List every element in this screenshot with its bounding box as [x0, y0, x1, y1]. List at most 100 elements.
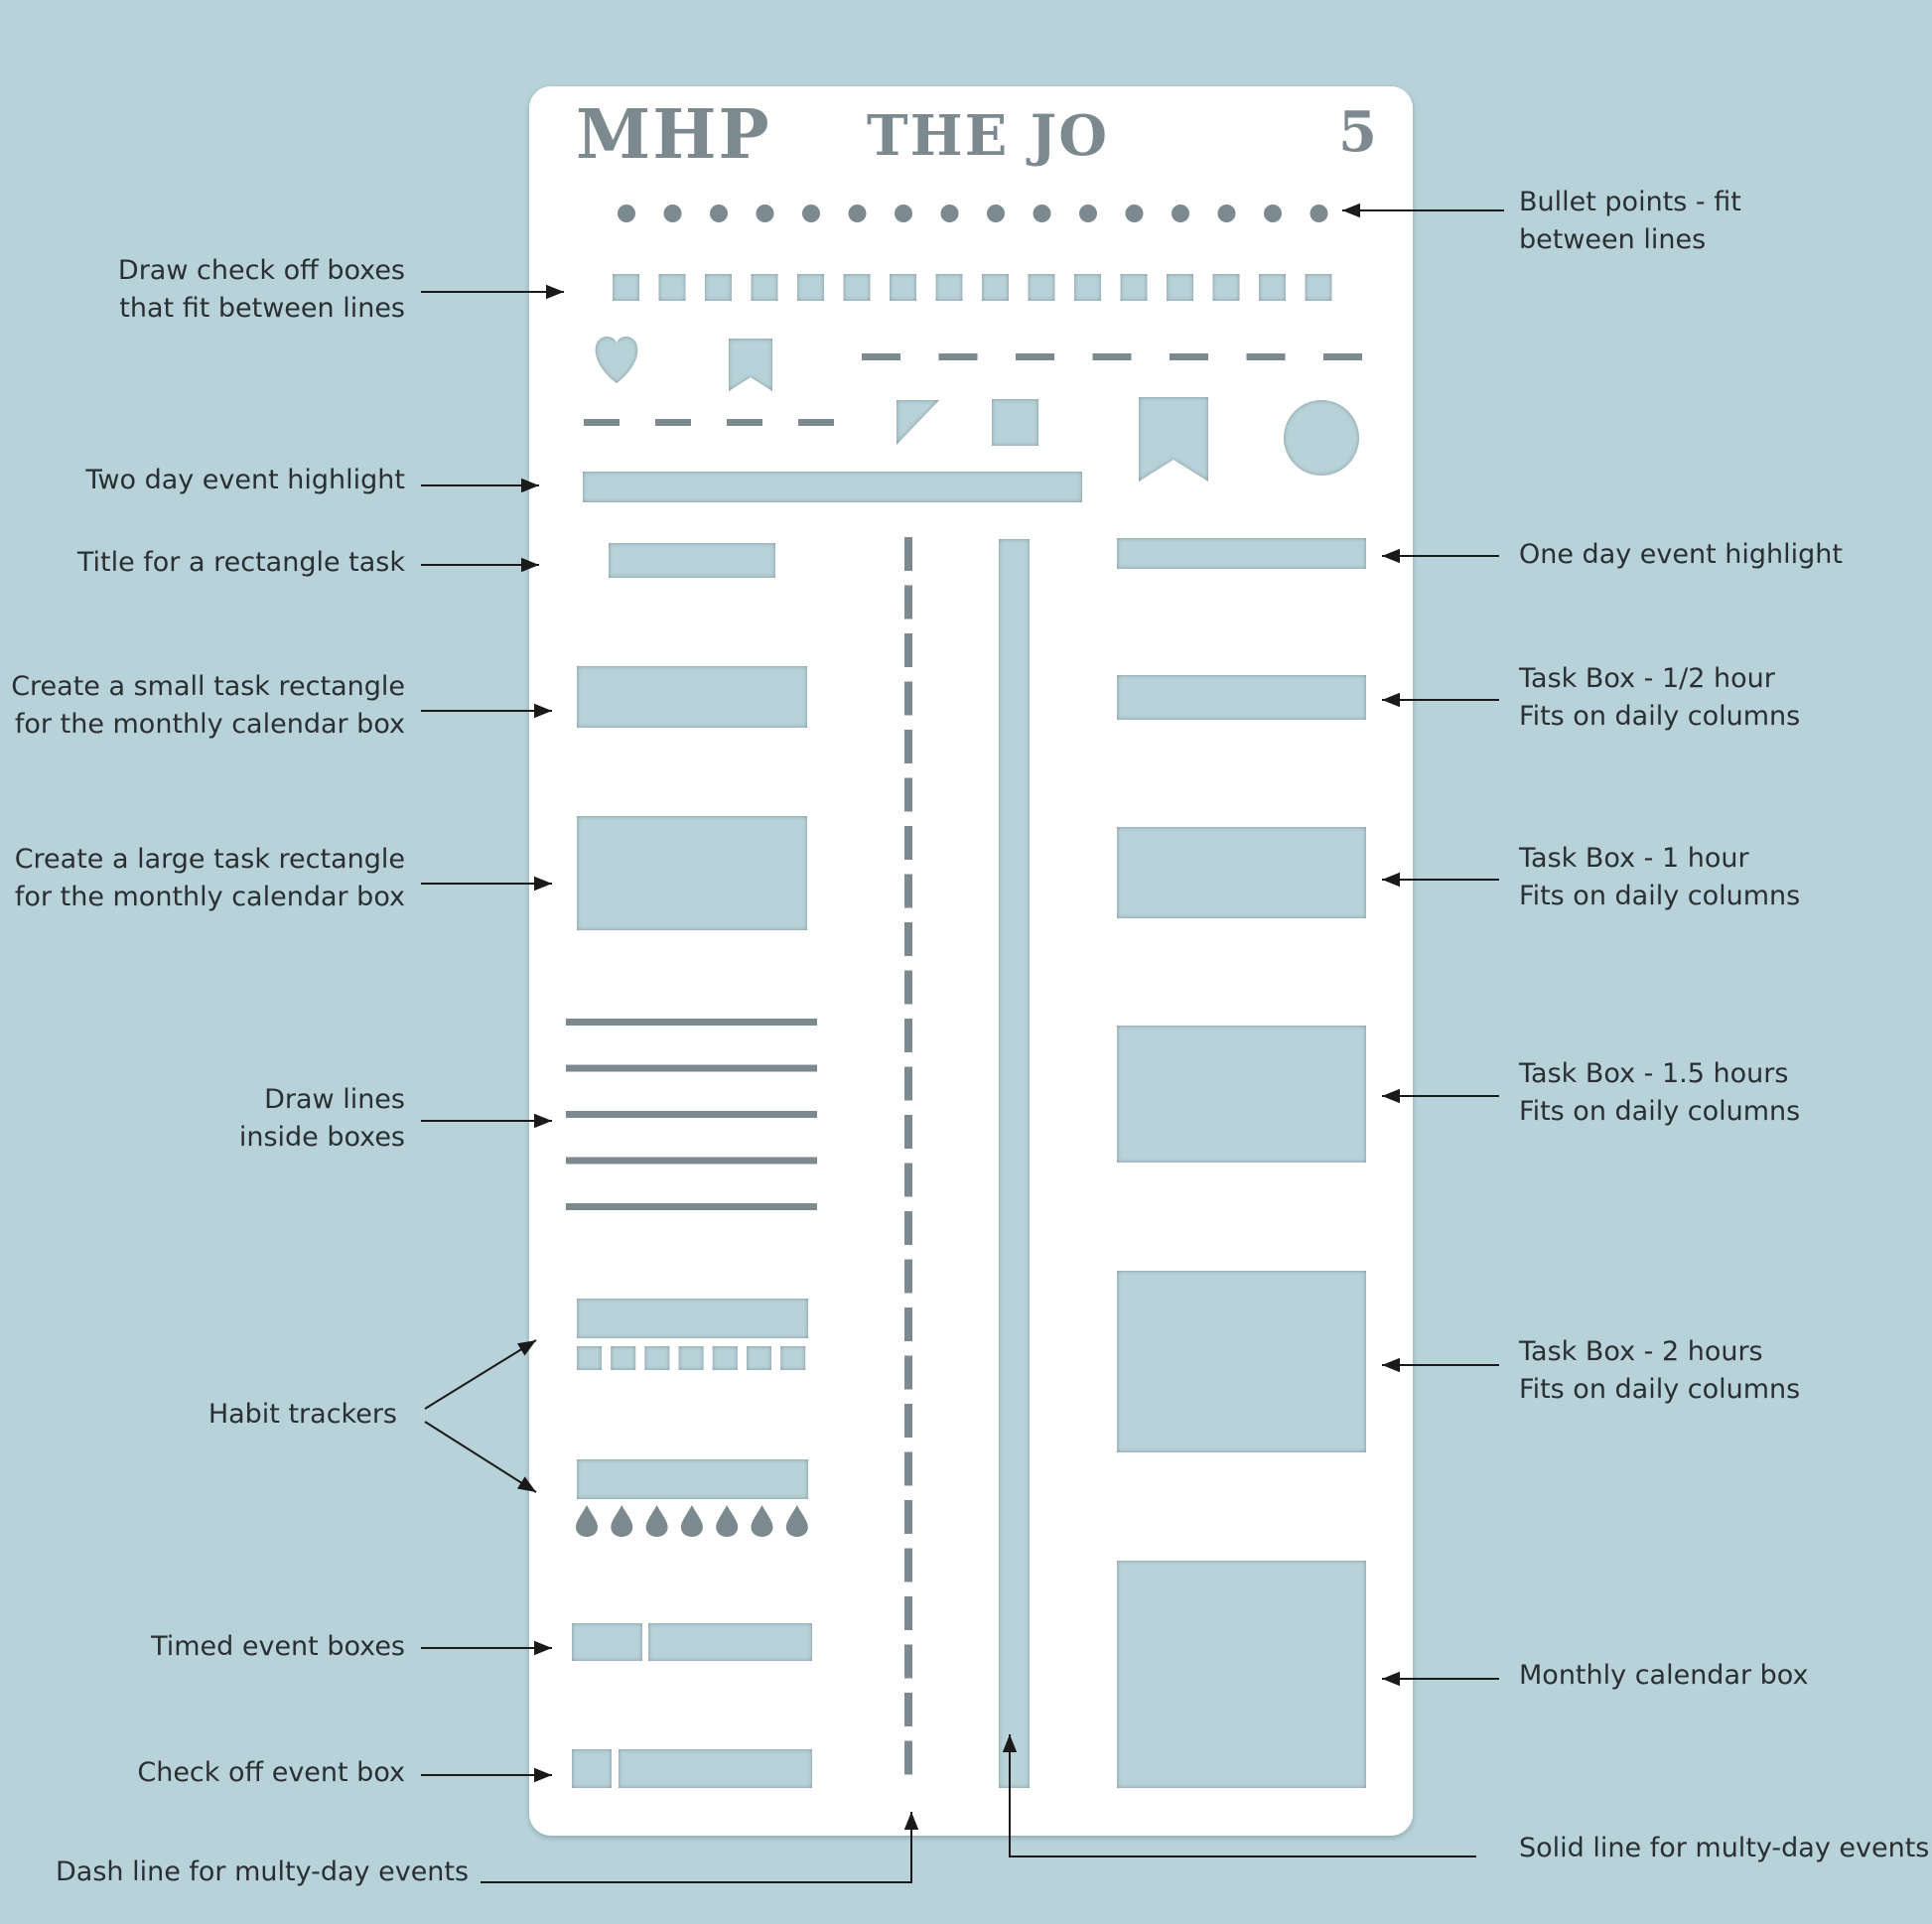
drawn-line	[566, 1203, 817, 1210]
dash-line-segment	[904, 1693, 912, 1726]
dash-icon	[1246, 353, 1286, 360]
header-center: THE JO	[867, 103, 1110, 169]
habit-bar-1	[577, 1299, 808, 1338]
dash-line-segment	[904, 1404, 912, 1438]
dash-icon	[1323, 353, 1362, 360]
dot-icon	[663, 205, 682, 222]
drop-icon	[576, 1505, 598, 1537]
dash-line-segment	[904, 1163, 912, 1197]
solid-line-cutout	[999, 539, 1030, 1788]
drawn-line	[566, 1019, 817, 1026]
dot-icon	[1172, 205, 1189, 222]
dot-icon	[618, 205, 635, 222]
square-icon	[1167, 274, 1193, 301]
dot-icon	[848, 205, 867, 222]
square-icon	[644, 1346, 670, 1370]
square-icon	[705, 274, 732, 301]
square-icon	[1120, 274, 1148, 301]
drop-icon	[716, 1505, 739, 1537]
annotation-arrows	[421, 203, 1504, 1883]
dot-icon	[1033, 205, 1051, 222]
dot-icon	[710, 205, 728, 222]
dash-line-segment	[904, 681, 912, 716]
drawn-line	[566, 1111, 817, 1118]
square-icon	[613, 274, 639, 301]
dash-icon	[727, 419, 762, 426]
cutouts	[572, 337, 1366, 1788]
dash-line-segment	[904, 1355, 912, 1390]
square-icon	[843, 274, 871, 301]
dash-icon	[938, 353, 978, 360]
task-box-one-hour	[1117, 827, 1366, 918]
dot-icon	[1310, 205, 1328, 222]
dash-line-segment	[904, 1548, 912, 1582]
drop-icon	[751, 1505, 773, 1537]
dash-line-segment	[904, 777, 912, 812]
circle-cutout	[1284, 400, 1359, 476]
square-icon	[1212, 274, 1240, 301]
square-icon	[577, 1346, 602, 1370]
annotation-dash-line: Dash line for multy-day events	[56, 1856, 470, 1887]
annotation-habit: Habit trackers	[207, 1399, 397, 1430]
check-event-long	[619, 1749, 812, 1788]
dash-icon	[1092, 353, 1132, 360]
dash-line-segment	[904, 1740, 912, 1775]
dash-icon	[1016, 353, 1054, 360]
large-task-rectangle	[577, 816, 807, 930]
dot-icon	[1125, 205, 1144, 222]
dash-line-segment	[904, 1307, 912, 1341]
square-icon	[658, 274, 686, 301]
drawn-line	[566, 1157, 817, 1165]
square-icon	[935, 274, 963, 301]
timed-box-small	[572, 1623, 642, 1661]
square-icon	[1074, 274, 1101, 301]
small-task-rectangle	[577, 666, 807, 728]
dot-icon	[940, 205, 959, 222]
dash-line-segment	[904, 1115, 912, 1149]
annotation-monthly: Monthly calendar box	[1519, 1660, 1809, 1691]
square-icon	[890, 274, 916, 301]
dash-line-segment	[904, 730, 912, 763]
annotation-two-day: Two day event highlight	[85, 465, 405, 495]
dash-icon	[862, 353, 900, 360]
square-icon	[751, 274, 778, 301]
dash-line-segment	[904, 1451, 912, 1486]
task-box-two-hours	[1117, 1271, 1366, 1452]
repeated-shapes	[566, 205, 1362, 1775]
dot-icon	[987, 205, 1005, 222]
monthly-calendar-box	[1117, 1561, 1366, 1788]
square-icon	[982, 274, 1009, 301]
two-day-highlight	[583, 472, 1082, 502]
header-left: MHP	[576, 95, 771, 175]
dot-icon	[1079, 205, 1097, 222]
dot-icon	[1264, 205, 1282, 222]
check-event-square	[572, 1749, 612, 1788]
annotation-one-day: One day event highlight	[1519, 539, 1843, 570]
dash-line-segment	[904, 874, 912, 908]
square-icon	[611, 1346, 636, 1370]
large-bookmark-cutout	[1139, 397, 1208, 481]
corner-triangle-cutout	[897, 400, 939, 445]
annotation-solid-line: Solid line for multy-day events	[1519, 1833, 1930, 1863]
square-icon	[747, 1346, 771, 1370]
square-icon	[678, 1346, 704, 1370]
small-square-cutout	[992, 399, 1038, 446]
square-icon	[1305, 274, 1332, 301]
dot-icon	[756, 205, 774, 222]
header-right: 5	[1338, 99, 1377, 165]
dash-line-segment	[904, 826, 912, 860]
dash-line-segment	[904, 1211, 912, 1245]
dash-line-segment	[904, 1019, 912, 1052]
drop-icon	[645, 1505, 668, 1537]
dot-icon	[1217, 205, 1236, 222]
dash-line-segment	[904, 922, 912, 956]
dash-icon	[584, 419, 620, 426]
task-box-half-hour	[1117, 675, 1366, 720]
